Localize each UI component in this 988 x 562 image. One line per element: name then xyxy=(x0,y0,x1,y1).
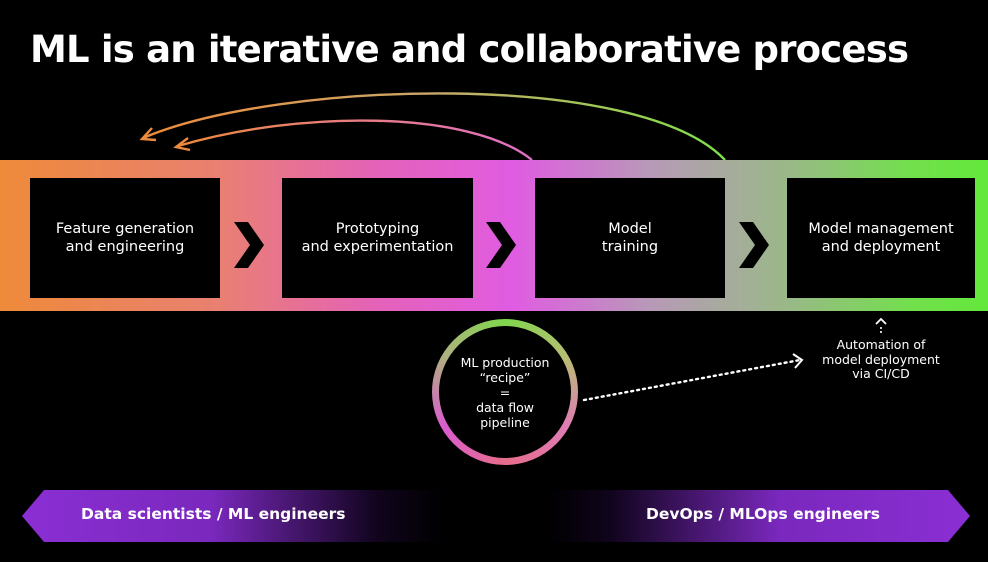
upward-arrow-icon xyxy=(875,317,887,333)
stage-label: Prototyping and experimentation xyxy=(301,221,454,255)
chevron-right-icon xyxy=(486,222,516,268)
recipe-circle: ML production “recipe” = data flow pipel… xyxy=(432,319,578,465)
role-banner-right xyxy=(546,490,970,542)
chevron-right-icon xyxy=(739,222,769,268)
role-devops: DevOps / MLOps engineers xyxy=(646,505,880,523)
recipe-label: ML production “recipe” = data flow pipel… xyxy=(460,354,550,430)
feedback-arrow-icon xyxy=(139,92,726,161)
role-banner-left xyxy=(22,490,442,542)
stage-label: Feature generation and engineering xyxy=(55,221,195,255)
role-data-scientists: Data scientists / ML engineers xyxy=(81,505,346,523)
dotted-arrow-icon xyxy=(582,353,804,402)
stage-label: Model training xyxy=(601,221,659,255)
chevron-right-icon xyxy=(234,222,264,268)
stage-feature-generation: Feature generation and engineering xyxy=(30,178,220,298)
stage-label: Model management and deployment xyxy=(808,221,954,255)
stage-model-management: Model management and deployment xyxy=(787,178,975,298)
stage-model-training: Model training xyxy=(535,178,725,298)
automation-label: Automation of model deployment via CI/CD xyxy=(822,337,940,381)
stage-prototyping: Prototyping and experimentation xyxy=(282,178,473,298)
feedback-arrow-icon xyxy=(173,119,533,161)
slide-title: ML is an iterative and collaborative pro… xyxy=(30,28,909,71)
